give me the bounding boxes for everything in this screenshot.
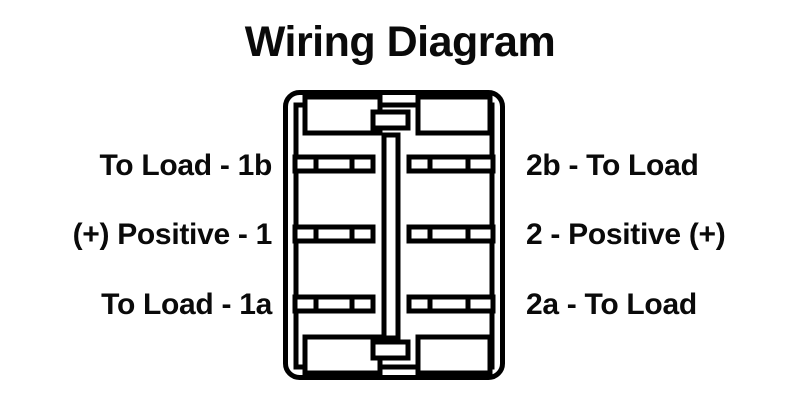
terminal-1-body — [292, 224, 376, 244]
top-center-mounting-tab — [370, 109, 411, 131]
label-terminal-2a: 2a - To Load — [526, 288, 697, 321]
label-terminal-1a: To Load - 1a — [101, 288, 272, 321]
top-left-mounting-tab — [302, 94, 383, 136]
bottom-center-mounting-tab — [370, 339, 411, 361]
label-terminal-1: (+) Positive - 1 — [72, 218, 273, 251]
switch-body-diagram — [283, 90, 505, 380]
right-label-column: 2b - To Load 2 - Positive (+) 2a - To Lo… — [522, 140, 800, 340]
page-title: Wiring Diagram — [244, 18, 556, 66]
terminal-1 — [292, 224, 376, 244]
terminal-1b — [292, 154, 376, 174]
label-terminal-2b: 2b - To Load — [526, 149, 699, 182]
center-actuator-bar — [381, 132, 401, 341]
terminal-1a — [292, 294, 376, 314]
bottom-right-mounting-tab — [415, 334, 493, 376]
switch-schematic-svg — [283, 90, 505, 380]
terminal-2-body — [406, 224, 496, 244]
terminal-1b-body — [292, 154, 376, 174]
terminal-1a-body — [292, 294, 376, 314]
left-label-column: To Load - 1b (+) Positive - 1 To Load - … — [0, 140, 276, 340]
label-terminal-2: 2 - Positive (+) — [526, 218, 726, 251]
terminal-2b-body — [406, 154, 496, 174]
terminal-2a — [406, 294, 496, 314]
terminal-2a-body — [406, 294, 496, 314]
terminal-2b — [406, 154, 496, 174]
label-terminal-1b: To Load - 1b — [99, 149, 273, 182]
top-right-mounting-tab — [415, 94, 493, 136]
terminal-2 — [406, 224, 496, 244]
bottom-left-mounting-tab — [302, 334, 383, 376]
